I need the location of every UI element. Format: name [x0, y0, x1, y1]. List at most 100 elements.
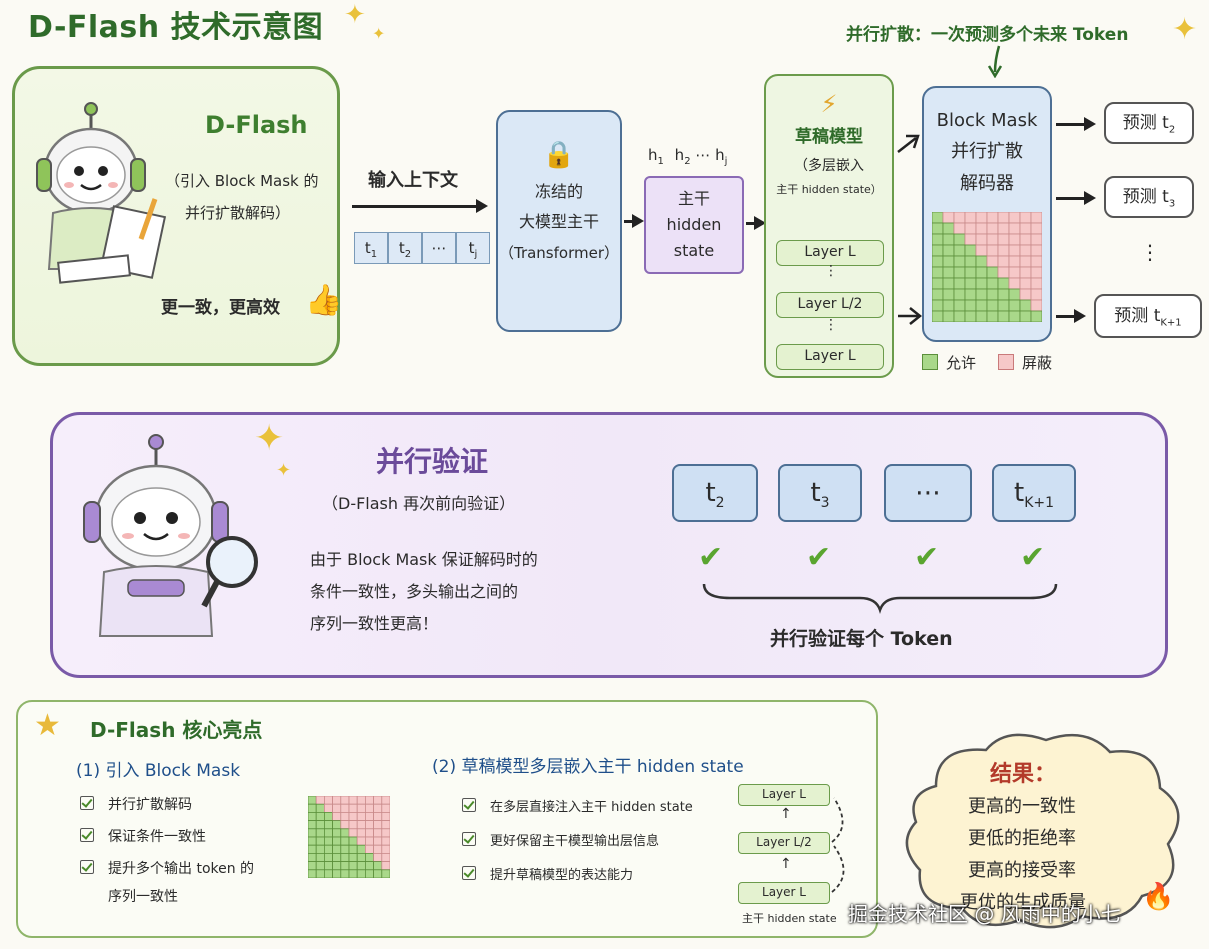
mask-cell-mask: [975, 222, 988, 235]
mask-cell-mask: [373, 803, 383, 813]
verify-token-tk1: tK+1: [992, 464, 1076, 522]
mask-cell-mask: [975, 244, 988, 257]
block-mask-matrix: [932, 212, 1042, 322]
mask-cell-mask: [975, 233, 988, 246]
mask-cell-allow: [997, 288, 1010, 301]
mask-cell-mask: [1008, 255, 1021, 268]
mask-cell-mask: [1030, 244, 1042, 257]
verify-text-2: 条件一致性，多头输出之间的: [310, 582, 519, 601]
pred-arrow-2: [1056, 191, 1096, 205]
mask-cell-allow: [315, 836, 325, 846]
up-arrow-icon: ↑: [780, 806, 792, 822]
input-token-1: t1: [354, 232, 388, 264]
draft-model-box: ⚡ 草稿模型 （多层嵌入 主干 hidden state） Layer L ⋮ …: [764, 74, 894, 378]
decoder-line3: 解码器: [960, 173, 1014, 194]
mask-cell-allow: [315, 861, 325, 871]
result-item-4: 更优的生成质量: [960, 892, 1086, 913]
prediction-t3: 预测 t3: [1104, 176, 1194, 218]
vertical-dots: ⋮: [824, 263, 838, 279]
mask-cell-allow: [315, 811, 325, 821]
mask-cell-mask: [381, 828, 390, 838]
mask-cell-mask: [348, 803, 358, 813]
mask-cell-mask: [340, 803, 350, 813]
frozen-backbone-box: 🔒 冻结的 大模型主干 （Transformer）: [496, 110, 622, 332]
mask-cell-mask: [1008, 266, 1021, 279]
dflash-intro-panel: D-Flash （引入 Block Mask 的 并行扩散解码） 更一致，更高效…: [12, 66, 342, 366]
highlight-2-item-3: 提升草稿模型的表达能力: [462, 864, 633, 883]
mask-cell-allow: [373, 869, 383, 878]
result-item-2: 更低的拒绝率: [968, 828, 1076, 849]
draft-layer-mid: Layer L/2: [776, 292, 884, 318]
mask-cell-allow: [315, 828, 325, 838]
mask-cell-mask: [1008, 222, 1021, 235]
mask-cell-mask: [373, 844, 383, 854]
mask-cell-allow: [975, 255, 988, 268]
mask-cell-mask: [332, 796, 342, 805]
mask-cell-allow: [975, 310, 988, 322]
mask-cell-allow: [308, 844, 317, 854]
mask-cell-mask: [365, 844, 375, 854]
mask-cell-mask: [1008, 277, 1021, 290]
mask-cell-mask: [381, 820, 390, 830]
frozen-line1: 冻结的: [534, 182, 583, 201]
mask-cell-allow: [953, 233, 966, 246]
mask-cell-mask: [365, 811, 375, 821]
verify-token-ellipsis: ⋯: [884, 464, 972, 522]
mask-cell-allow: [942, 222, 955, 235]
mask-cell-allow: [356, 853, 366, 863]
mask-cell-allow: [932, 222, 944, 235]
dashed-arrows-icon: [831, 797, 845, 893]
legend-mask-swatch: [998, 354, 1014, 370]
mask-cell-mask: [1008, 233, 1021, 246]
mask-cell-allow: [964, 277, 977, 290]
mask-cell-allow: [975, 288, 988, 301]
check-icon: ✔: [806, 540, 832, 575]
mask-cell-allow: [365, 861, 375, 871]
mask-cell-allow: [340, 844, 350, 854]
mask-cell-allow: [932, 266, 944, 279]
mask-cell-allow: [340, 853, 350, 863]
block-mask-matrix-small: [308, 796, 390, 878]
arrow-to-draft: [746, 216, 766, 230]
prediction-t2: 预测 t2: [1104, 102, 1194, 144]
mask-cell-mask: [332, 811, 342, 821]
mask-cell-allow: [932, 244, 944, 257]
mini-hidden-caption: 主干 hidden state: [742, 912, 837, 925]
highlight-2-item-2: 更好保留主干模型输出层信息: [462, 830, 659, 849]
mask-cell-allow: [942, 310, 955, 322]
mask-cell-allow: [308, 836, 317, 846]
mask-cell-allow: [964, 310, 977, 322]
mask-cell-mask: [381, 861, 390, 871]
check-icon: ✔: [914, 540, 940, 575]
mask-cell-mask: [340, 811, 350, 821]
decoder-line1: Block Mask: [936, 110, 1038, 131]
mask-cell-allow: [315, 820, 325, 830]
mask-cell-mask: [365, 803, 375, 813]
mask-cell-mask: [953, 222, 966, 235]
mask-cell-allow: [356, 861, 366, 871]
mask-cell-allow: [942, 277, 955, 290]
mask-cell-allow: [964, 244, 977, 257]
mask-cell-allow: [997, 299, 1010, 312]
mask-cell-mask: [997, 233, 1010, 246]
mask-cell-mask: [340, 820, 350, 830]
mask-cell-allow: [348, 844, 358, 854]
draft-to-decoder-arrows: [897, 134, 923, 325]
mask-cell-allow: [964, 255, 977, 268]
mask-cell-allow: [942, 255, 955, 268]
mask-cell-mask: [1019, 233, 1032, 246]
highlight-section-1-title: (1) 引入 Block Mask: [76, 761, 241, 781]
highlight-1-item-2: 保证条件一致性: [80, 826, 206, 846]
mask-cell-mask: [1019, 222, 1032, 235]
result-item-3: 更高的接受率: [968, 860, 1076, 881]
highlights-title: D-Flash 核心亮点: [90, 718, 263, 742]
mask-cell-allow: [323, 828, 333, 838]
mask-cell-mask: [365, 828, 375, 838]
mask-cell-allow: [975, 299, 988, 312]
mask-cell-mask: [1008, 244, 1021, 257]
mask-cell-allow: [1019, 310, 1032, 322]
mask-cell-allow: [332, 861, 342, 871]
mask-cell-allow: [986, 299, 999, 312]
mask-cell-allow: [381, 869, 390, 878]
mask-cell-mask: [340, 796, 350, 805]
